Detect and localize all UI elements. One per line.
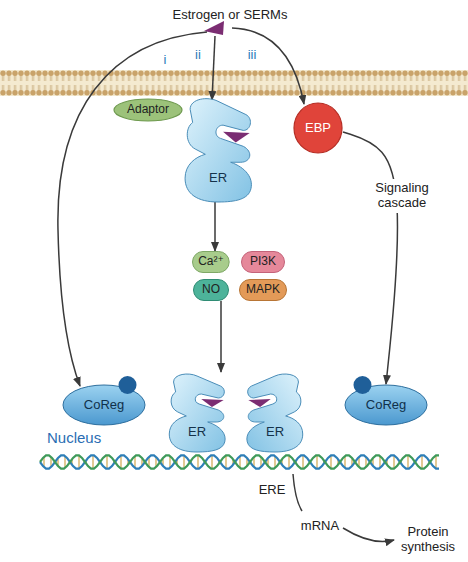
base-pair [120,455,121,468]
pathway-arrow [212,36,215,100]
dna-helix [40,455,439,469]
base-pair [421,455,422,469]
connector-arrow [343,132,397,384]
base-pair [106,455,107,469]
ellipse-outline [294,103,342,153]
transcript-label: mRNA [301,519,339,534]
dna-strand [40,455,439,468]
node-text: MAPK [246,283,280,297]
base-pair [302,455,303,469]
receptor-group [247,374,303,452]
ligand-triangle [248,399,270,407]
node-text: ER [188,425,206,440]
base-pair [393,455,394,468]
coregulator: CoReg [62,384,146,426]
ligand-triangle [223,132,250,143]
node-shape [180,96,256,202]
base-pair [183,455,184,468]
node-text: Ca²⁺ [198,255,224,269]
node-shape [243,372,307,452]
signal-molecule: PI3K [241,251,285,273]
base-pair [407,455,408,469]
node-text: Adaptor [127,103,169,117]
ellipse-outline [114,99,182,121]
receptor-outline [247,374,303,452]
node-text: CoReg [366,398,406,413]
membrane-receptor: ER [180,96,256,202]
translation-arrow [343,528,394,542]
binding-protein: EBP [293,102,343,154]
ligand-triangle [204,21,224,35]
coregulator-subunit [119,376,137,394]
label-holder: iii [248,45,257,63]
label-holder: mRNA [301,516,339,534]
label-holder: i [164,50,167,68]
adaptor-protein: Adaptor [113,98,183,122]
node-text: ER [209,171,227,186]
base-pair [78,455,79,468]
pill-outline [240,280,287,301]
base-pair [225,455,226,468]
label-holder: Estrogen or SERMs [173,5,288,23]
base-pair [316,455,317,469]
nucleus-outline [8,332,462,554]
connector-arrow [220,301,222,372]
pathway-number: iii [248,48,257,63]
node-text: EBP [305,121,331,136]
signal-molecule: Ca²⁺ [192,251,230,273]
node-text: Nucleus [47,429,101,446]
node-text: PI3K [250,255,276,269]
base-pair [435,455,436,468]
output-label: Protein synthesis [393,525,463,555]
cell-membrane [0,70,468,96]
lipid-bilayer [0,70,468,96]
connector-arrow [214,202,216,251]
label-holder: ii [195,45,201,63]
element-label: ERE [259,483,286,498]
receptor-outline [169,374,225,452]
node-text: NO [202,283,220,297]
base-pair [197,455,198,469]
pathway-arrow [58,32,207,386]
nuclear-receptor: ER [243,372,307,452]
base-pair [211,455,212,469]
edge-label: Signaling cascade [366,179,438,213]
receptor-outline [185,99,251,202]
node-text: CoReg [84,398,124,413]
transcription-line [293,474,302,511]
signal-molecule: NO [193,279,229,301]
pill-outline [242,252,285,273]
ligand-triangle [201,399,223,407]
pathway-number: ii [195,48,201,63]
coregulator-subunit [353,376,371,394]
receptor-group [169,374,225,452]
node-text: ER [266,425,284,440]
ligand-label: Estrogen or SERMs [173,8,288,23]
label-holder: Signaling cascade [366,179,438,213]
nucleus-region: Nucleus CoRegER ER CoReg [7,331,463,555]
coregulator: CoReg [344,384,428,426]
base-pair [330,455,331,468]
nuclear-receptor: ER [165,372,229,452]
dna-strand [40,455,439,468]
receptor-group [185,99,251,202]
base-pair [288,455,289,468]
base-pair [92,455,93,469]
pathway-arrow [232,28,304,104]
node-shape [165,372,229,452]
label-holder: Protein synthesis [393,525,463,555]
label-holder: ERE [259,480,286,498]
signal-molecule: MAPK [239,279,287,301]
pathway-number: i [164,53,167,68]
pill-outline [193,252,230,273]
pill-outline [194,280,229,301]
